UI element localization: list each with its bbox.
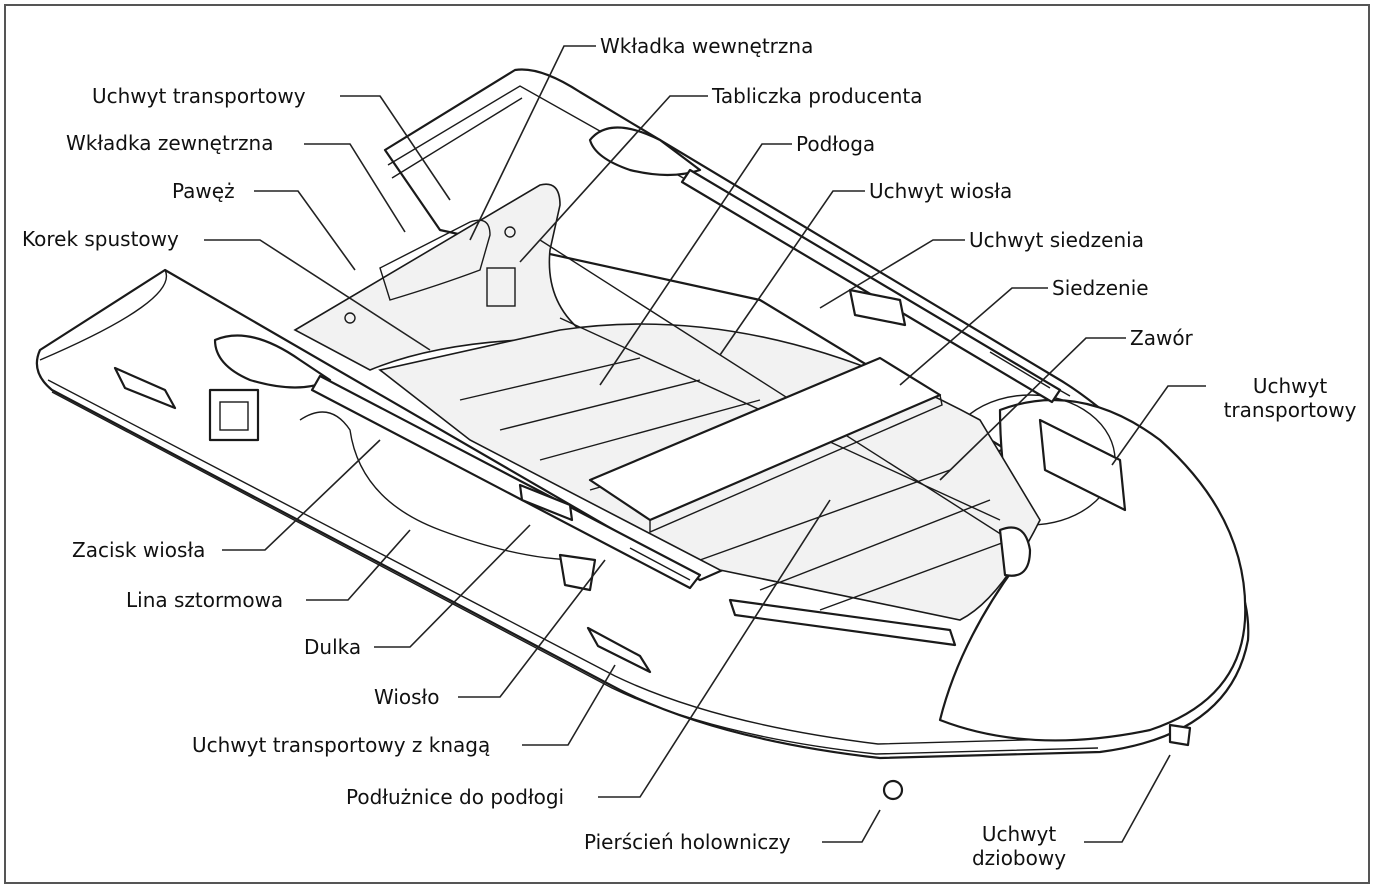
label-oarlock: Dulka [304, 635, 362, 659]
label-carry-handle-cleat: Uchwyt transportowy z knagą [192, 733, 491, 757]
label-grab-line: Lina sztormowa [126, 588, 284, 612]
oar-front [213, 334, 702, 590]
valve-plate [208, 388, 260, 442]
label-outer-insert: Wkładka zewnętrzna [66, 131, 274, 155]
label-inner-insert: Wkładka wewnętrzna [600, 34, 814, 58]
label-oar-clamp: Zacisk wiosła [72, 538, 206, 562]
label-oar-holder: Uchwyt wiosła [869, 179, 1013, 203]
boat-illustration [35, 68, 1250, 801]
label-carry-handle-top: Uchwyt transportowy [92, 84, 306, 108]
label-seat-holder: Uchwyt siedzenia [969, 228, 1144, 252]
leader-lines [204, 45, 1206, 843]
label-drain-plug: Korek spustowy [22, 227, 179, 251]
label-manufacturer-plate: Tabliczka producenta [712, 84, 923, 108]
floor-stringer [539, 239, 1011, 541]
label-floor: Podłoga [796, 132, 876, 156]
oar-back [588, 126, 1062, 404]
label-seat: Siedzenie [1052, 276, 1149, 300]
label-carry-handle-right: Uchwyt transportowy [1223, 374, 1357, 422]
label-valve: Zawór [1130, 326, 1193, 350]
label-floor-stringers: Podłużnice do podłogi [346, 785, 565, 809]
label-bow-handle: Uchwyt dziobowy [971, 822, 1067, 870]
transom [293, 183, 582, 371]
label-transom: Pawęż [172, 179, 235, 203]
carry-handle [113, 366, 177, 410]
label-oar: Wiosło [374, 685, 440, 709]
label-tow-ring: Pierścień holowniczy [584, 830, 791, 854]
tow-ring [882, 779, 904, 801]
